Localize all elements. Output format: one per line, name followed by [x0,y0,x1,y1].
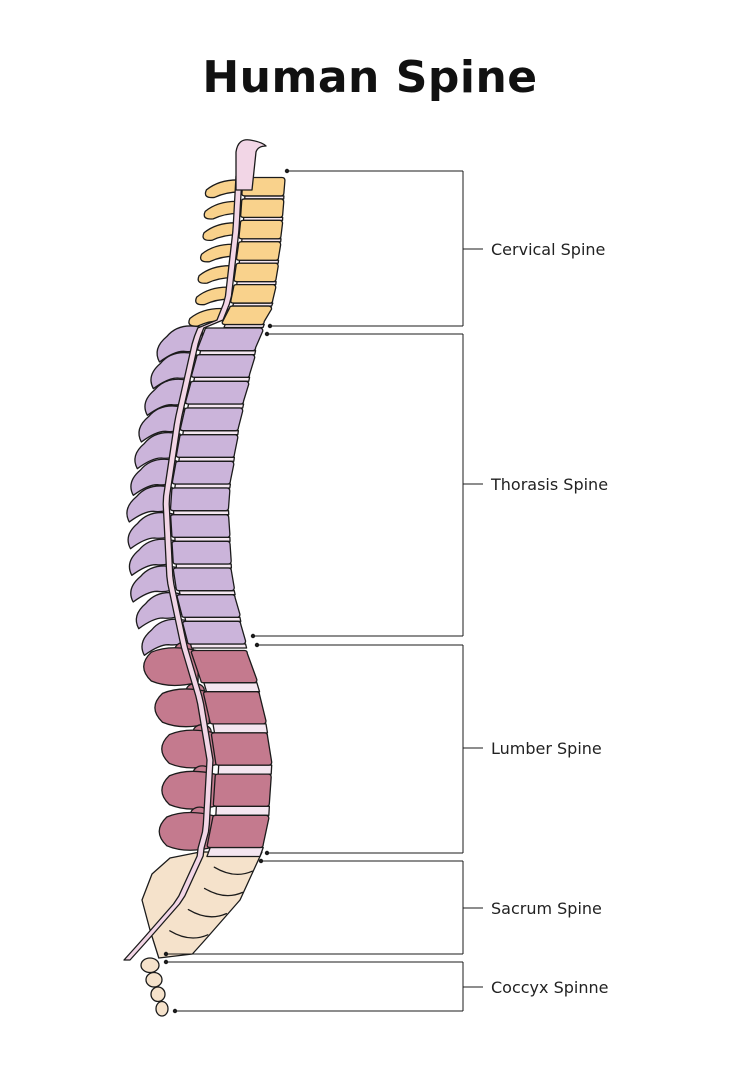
vertebral-body [175,434,239,458]
vertebral-body [240,198,285,219]
vertebral-body [210,732,273,766]
sacral-fusion-line [187,908,227,918]
vertebral-body [233,262,279,283]
vertebral-body [190,354,256,378]
vertebral-body [171,460,235,485]
spinous-process [126,485,173,523]
spinous-process [130,565,177,603]
vertebral-body [182,620,247,645]
spinous-process [135,591,183,630]
anchor-dot [284,168,290,174]
region-label: Cervical Spine [491,240,605,259]
anchor-dot [163,951,169,957]
vertebral-body [172,567,235,592]
vertebral-body [212,773,272,807]
spinous-process [127,511,174,550]
vertebral-body [171,540,232,565]
sacrum-shape [141,851,263,959]
coccyx-segment [140,957,160,974]
anchor-dot [267,323,273,329]
spinous-process [199,243,241,263]
intervertebral-disc [212,723,269,734]
spinous-process [204,179,246,199]
sacral-fusion-line [169,930,209,939]
anchor-dot [264,331,270,337]
region-label: Thorasis Spine [490,475,608,494]
spinal-cord [123,175,243,961]
anchor-dot [250,633,256,639]
vertebral-body [221,305,273,326]
vertebral-body [169,487,231,512]
anchor-dot [172,1008,178,1014]
region-brackets [163,168,483,1014]
spinous-process [203,200,244,220]
vertebral-body [235,241,282,261]
region-label: Coccyx Spinne [491,978,608,997]
anchor-dot [264,850,270,856]
sacral-fusion-line [203,887,244,897]
spinous-process [202,222,243,242]
coccyx-segment [150,986,166,1003]
spine-illustration [123,139,286,1017]
vertebral-body [230,283,277,304]
vertebral-body [238,219,284,240]
page-title: Human Spine [202,52,538,103]
anchor-dot [163,959,169,965]
brain-stem [235,139,267,191]
region-label: Lumber Spine [491,739,602,758]
vertebral-body [206,814,270,849]
vertebral-body [190,649,258,684]
anchor-dot [258,858,264,864]
sacral-fusion-line [213,866,253,876]
vertebral-body [184,380,250,405]
coccyx-segment [155,1000,169,1017]
intervertebral-disc [217,764,273,775]
coccyx-segment [145,971,163,988]
vertebral-body [170,514,231,538]
spinous-process [128,538,176,576]
region-label: Sacrum Spine [491,899,602,918]
spinous-process [195,286,236,306]
anchor-dot [254,642,260,648]
vertebral-body [202,691,267,725]
vertebral-body [179,407,244,432]
vertebral-body [196,327,264,352]
intervertebral-disc [206,846,264,858]
intervertebral-disc [215,805,271,816]
vertebral-body [176,594,241,618]
spinous-process [197,265,238,284]
intervertebral-disc [203,682,261,693]
